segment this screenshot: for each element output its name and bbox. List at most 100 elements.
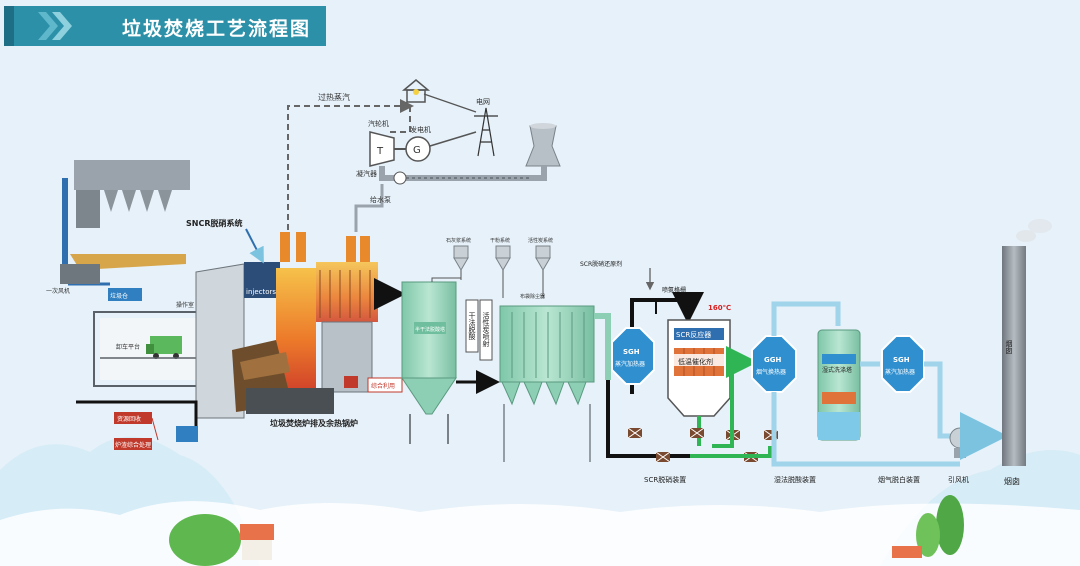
light-blue-return xyxy=(771,392,960,467)
id-fan xyxy=(949,427,971,458)
silo-3-label: 活性炭系统 xyxy=(528,237,553,244)
condenser-label: 凝汽器 xyxy=(356,169,377,178)
house-roof-left xyxy=(240,524,274,540)
silo-feed-line xyxy=(431,277,461,282)
semi-dry-label: 半干法脱酸塔 xyxy=(415,326,445,333)
title-banner: 垃圾焚烧工艺流程图 xyxy=(4,6,326,46)
slag-recycle-box xyxy=(114,412,152,424)
ggh-label: GGH xyxy=(764,356,781,364)
silo-2 xyxy=(495,245,511,298)
tree-right xyxy=(936,495,964,555)
damper-2 xyxy=(655,451,671,463)
semi-dry-label-bg xyxy=(414,322,446,334)
landfill-box xyxy=(114,438,152,450)
chimney xyxy=(1002,219,1052,466)
silo-2-label: 干粉系统 xyxy=(490,237,510,244)
activated-carbon-bg xyxy=(479,299,493,361)
id-fan-label: 引风机 xyxy=(948,475,969,484)
sgh-1-label: SGH xyxy=(623,348,640,356)
bunker-box xyxy=(108,288,142,301)
injectors-label: injectors xyxy=(246,288,276,296)
slag-link xyxy=(151,417,159,441)
sgh-2-sub: 蒸汽加热器 xyxy=(885,368,915,376)
damper-1 xyxy=(627,427,643,439)
sncr-arrow xyxy=(245,228,264,264)
slag-recycle-label: 资源回收 xyxy=(117,415,141,423)
catalyst-label: 低温催化剂 xyxy=(678,357,713,366)
baghouse xyxy=(499,305,611,462)
ggh xyxy=(751,335,797,393)
green-flow xyxy=(690,362,770,458)
sgh-2-label: SGH xyxy=(893,356,910,364)
title-decoration-icon xyxy=(38,12,72,40)
grid-to-house xyxy=(423,93,477,113)
sgh-2 xyxy=(881,335,925,393)
slag-util-box xyxy=(367,377,403,393)
whitening-label: 烟气脱白装置 xyxy=(878,475,920,484)
transmission-tower-icon xyxy=(474,107,498,157)
sgh-1 xyxy=(611,327,655,385)
silo-3 xyxy=(535,245,551,298)
feedwater-line xyxy=(354,184,384,232)
generator-label: 发电机 xyxy=(410,125,431,134)
feed-pump-label: 给水泵 xyxy=(370,195,391,204)
generator-symbol: G xyxy=(413,145,421,156)
house-left xyxy=(242,540,272,560)
house-roof-right xyxy=(892,546,922,558)
grid-label: 电网 xyxy=(476,97,490,106)
feed-conveyor xyxy=(60,254,186,284)
slag-conveyor xyxy=(176,426,198,442)
silo-1 xyxy=(453,245,469,280)
silo-1-label: 石灰浆系统 xyxy=(446,237,471,244)
baghouse-label: 布袋除尘器 xyxy=(520,293,545,300)
chimney-label: 烟囱 xyxy=(1004,476,1020,486)
page-title: 垃圾焚烧工艺流程图 xyxy=(122,18,312,40)
sncr-label: SNCR脱硝系统 xyxy=(186,218,243,228)
chimney-top-label: 烟囱 xyxy=(1005,339,1013,355)
scrubber xyxy=(817,329,861,441)
superheated-steam-line xyxy=(287,99,414,230)
condenser-return xyxy=(379,166,547,181)
light-blue-to-fan xyxy=(924,361,952,439)
tipping-hall xyxy=(93,311,205,387)
incinerator-boiler xyxy=(195,232,378,419)
catalyst-label-bg xyxy=(674,354,724,366)
house-icon xyxy=(401,79,431,103)
scr-device-label: SCR脱硝装置 xyxy=(644,475,686,484)
turbine-label: 汽轮机 xyxy=(368,119,389,128)
damper-3 xyxy=(689,427,705,439)
semi-dry-tower xyxy=(401,281,457,444)
scr-reductant-label: SCR脱硝还原剂 xyxy=(580,260,622,268)
steam-to-turbine xyxy=(386,106,411,133)
crane-bunker-building xyxy=(62,160,190,286)
control-room-label: 操作室 xyxy=(176,301,194,309)
condenser-icon xyxy=(393,171,407,185)
temperature-label: 160℃ xyxy=(708,304,731,312)
cooling-tower xyxy=(525,123,561,167)
activated-carbon-label: 活性炭喷射 xyxy=(482,311,490,348)
light-blue-loop-1 xyxy=(771,301,841,336)
scr-reactor xyxy=(667,319,731,417)
scrubber-label: 湿式洗涤塔 xyxy=(822,366,852,374)
power-line xyxy=(429,131,477,147)
wet-deacid-label: 湿法脱酸装置 xyxy=(774,475,816,484)
dry-deacid-bg xyxy=(465,299,479,353)
turbine-symbol: T xyxy=(376,146,384,157)
sgh-1-sub: 蒸汽加热器 xyxy=(615,360,645,368)
scr-reactor-label: SCR反应器 xyxy=(676,330,711,339)
turbine xyxy=(369,131,395,167)
spray-ammonia-label: 喷氨格栅 xyxy=(662,286,686,294)
boiler-label: 垃圾焚烧炉排及余热锅炉 xyxy=(270,418,358,428)
generator xyxy=(405,136,431,162)
landfill-label: 炉渣综合处理 xyxy=(115,441,151,449)
tree-left xyxy=(169,514,241,566)
superheated-steam-label: 过热蒸汽 xyxy=(318,92,350,102)
dry-deacid-label: 干法脱酸 xyxy=(468,312,476,341)
ggh-sub: 烟气换热器 xyxy=(756,368,786,376)
bunker-label: 垃圾仓 xyxy=(110,292,128,300)
unload-platform-label: 卸车平台 xyxy=(116,343,140,351)
ash-reuse-label: 综合利用 xyxy=(371,382,395,390)
ash-reuse-box xyxy=(344,376,358,388)
